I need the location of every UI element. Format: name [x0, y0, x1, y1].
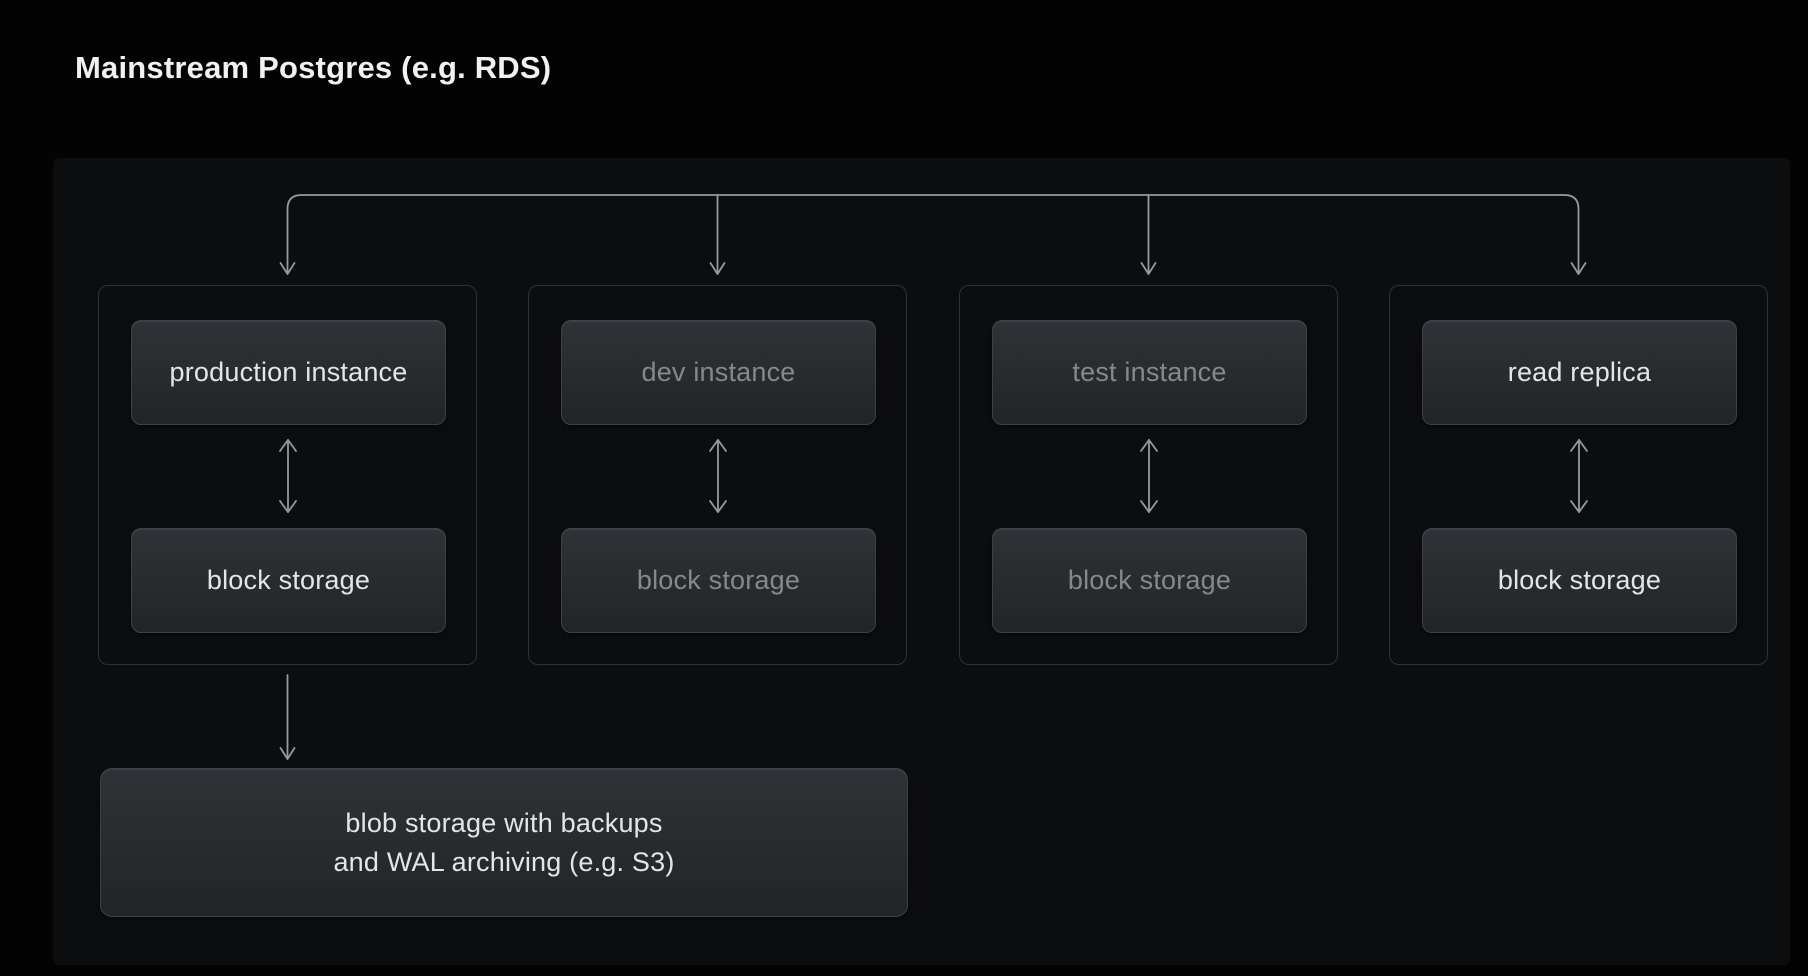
- instance-group-dev: dev instance block storage: [528, 285, 907, 665]
- instance-group-test: test instance block storage: [959, 285, 1338, 665]
- storage-label: block storage: [1067, 565, 1232, 595]
- instance-label: test instance: [1072, 357, 1227, 387]
- instance-node: read replica: [1422, 320, 1737, 425]
- storage-label: block storage: [1497, 565, 1662, 595]
- instance-group-production: production instance block storage: [98, 285, 477, 665]
- arrowhead-down-icon: [1140, 262, 1157, 275]
- instance-label: dev instance: [641, 357, 796, 387]
- bidirectional-arrow-icon: [709, 439, 727, 513]
- instance-label: production instance: [169, 357, 408, 387]
- storage-node: block storage: [561, 528, 876, 633]
- blob-storage-label-line2: and WAL archiving (e.g. S3): [333, 847, 675, 877]
- storage-node: block storage: [1422, 528, 1737, 633]
- arrowhead-down-icon: [279, 262, 296, 275]
- instance-node: dev instance: [561, 320, 876, 425]
- storage-label: block storage: [636, 565, 801, 595]
- page-title: Mainstream Postgres (e.g. RDS): [75, 50, 552, 85]
- storage-node: block storage: [992, 528, 1307, 633]
- bidirectional-arrow-icon: [1140, 439, 1158, 513]
- arrowhead-down-icon: [279, 747, 296, 760]
- instance-label: read replica: [1507, 357, 1652, 387]
- storage-node: block storage: [131, 528, 446, 633]
- bidirectional-arrow-icon: [1570, 439, 1588, 513]
- instance-node: production instance: [131, 320, 446, 425]
- arrowhead-down-icon: [1570, 262, 1587, 275]
- bidirectional-arrow-icon: [279, 439, 297, 513]
- instance-node: test instance: [992, 320, 1307, 425]
- blob-storage-node: blob storage with backups and WAL archiv…: [100, 768, 908, 917]
- fan-out-line: [286, 194, 1580, 273]
- storage-label: block storage: [206, 565, 371, 595]
- instance-group-read-replica: read replica block storage: [1389, 285, 1768, 665]
- arrowhead-down-icon: [709, 262, 726, 275]
- blob-storage-label-line1: blob storage with backups: [345, 808, 663, 838]
- diagram-panel: production instance block storage dev in…: [53, 158, 1790, 965]
